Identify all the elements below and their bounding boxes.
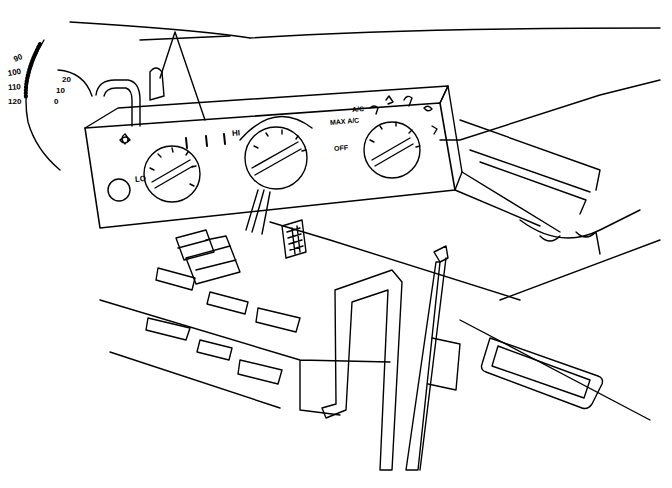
dash-edge <box>160 32 205 120</box>
gauge-number: 20 <box>62 76 71 84</box>
dash-opening <box>482 338 603 409</box>
fan-knob <box>144 146 200 202</box>
bezel-bracket <box>96 80 140 126</box>
dash-edge <box>440 80 660 140</box>
gauge-number: 0 <box>54 98 58 106</box>
mode-label: OFF <box>334 144 349 152</box>
bezel-clip <box>150 68 164 100</box>
gauge-number: 120 <box>8 98 21 106</box>
speedometer-rim <box>26 40 60 170</box>
mode-knob <box>364 122 420 178</box>
button <box>108 179 130 201</box>
connector <box>282 220 306 258</box>
dash-edge <box>520 210 640 254</box>
dash-vent <box>460 120 600 214</box>
fan-speed-label: LO <box>135 175 147 184</box>
dash-vents <box>146 268 300 384</box>
speedometer-ticks <box>26 44 40 98</box>
dash-edge <box>460 240 660 420</box>
gauge-number: 10 <box>56 87 65 95</box>
gauge-number: 100 <box>7 68 22 78</box>
speed-marks <box>186 134 225 148</box>
dash-cavity <box>270 172 560 300</box>
wire-harness <box>246 190 270 234</box>
fan-icon <box>120 134 130 144</box>
gauge-number: 110 <box>8 83 21 92</box>
mode-icons <box>370 96 437 134</box>
control-panel <box>85 103 455 228</box>
fan-speed-label: HI <box>232 129 241 138</box>
mode-label: A/C <box>352 105 365 113</box>
dash-edge <box>140 36 230 40</box>
mounting-bracket <box>322 246 460 470</box>
mode-label: MAX A/C <box>330 116 360 126</box>
temperature-knob <box>240 116 312 189</box>
dash-edge <box>70 22 660 38</box>
panel-side <box>440 86 462 190</box>
gauge-number: 90 <box>13 53 24 64</box>
